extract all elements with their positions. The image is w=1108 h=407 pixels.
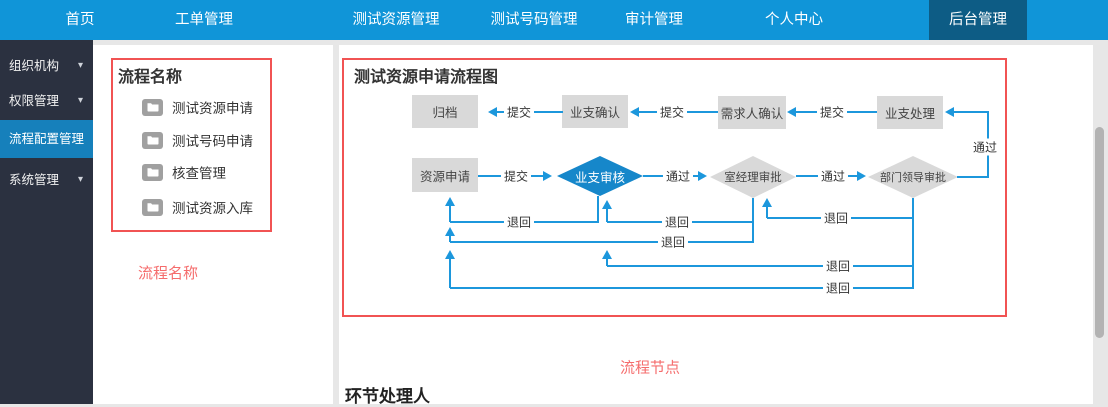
chevron-down-icon: ▾ <box>77 174 83 185</box>
sidebar-item-label: 组织机构 <box>9 59 60 73</box>
edge-label-reject: 退回 <box>657 233 689 251</box>
edge-label-reject: 退回 <box>661 213 693 231</box>
nav-item-test-resource[interactable]: 测试资源管理 <box>352 12 440 28</box>
arrow-up-icon <box>445 197 455 206</box>
flow-names-title: 流程名称 <box>118 69 183 86</box>
flow-diagram-title: 测试资源申请流程图 <box>354 69 499 86</box>
edge-label-pass: 通过 <box>969 138 1001 156</box>
flow-line <box>449 236 451 242</box>
annotation-box-flow-diagram <box>342 58 1007 317</box>
edge-label-pass: 通过 <box>662 167 694 185</box>
flow-node-requester-confirm[interactable]: 需求人确认 <box>718 96 786 129</box>
list-item-test-number-apply[interactable]: 测试号码申请 <box>142 130 253 150</box>
edge-label-submit: 提交 <box>500 167 532 185</box>
annotation-text-flow-nodes: 流程节点 <box>619 359 681 377</box>
flow-node-resource-apply[interactable]: 资源申请 <box>412 158 478 192</box>
arrow-left-icon <box>945 107 954 117</box>
list-item-check-mgmt[interactable]: 核查管理 <box>142 162 226 182</box>
flow-line <box>954 111 988 113</box>
flow-line <box>450 287 914 289</box>
annotation-box-flow-names <box>111 58 272 232</box>
flow-line <box>597 196 599 223</box>
section-title-step-handlers: 环节处理人 <box>345 387 430 406</box>
nav-item-audit[interactable]: 审计管理 <box>625 12 683 28</box>
arrow-up-icon <box>602 250 612 259</box>
folder-icon <box>142 131 163 149</box>
arrow-right-icon <box>698 171 707 181</box>
flow-line <box>449 259 451 288</box>
list-item-label: 测试资源申请 <box>172 101 253 116</box>
sidebar-item-permission[interactable]: 权限管理 ▾ <box>0 89 93 113</box>
flow-line <box>912 198 914 289</box>
flow-name-panel <box>93 45 333 404</box>
flow-line <box>449 206 451 222</box>
sidebar-item-label: 系统管理 <box>9 173 60 187</box>
edge-label-reject: 退回 <box>822 257 854 275</box>
edge-label-reject: 退回 <box>503 213 535 231</box>
edge-label-submit: 提交 <box>503 103 535 121</box>
nav-item-personal-center[interactable]: 个人中心 <box>765 12 823 28</box>
sidebar-item-system[interactable]: 系统管理 ▾ <box>0 168 93 192</box>
sidebar-item-organization[interactable]: 组织机构 ▾ <box>0 54 93 78</box>
folder-icon <box>142 163 163 181</box>
sidebar-item-process-config-active[interactable]: 流程配置管理 <box>0 120 93 158</box>
edge-label-submit: 提交 <box>816 103 848 121</box>
left-sidebar: 组织机构 ▾ 权限管理 ▾ 流程配置管理 系统管理 ▾ <box>0 40 93 404</box>
arrow-left-icon <box>488 107 497 117</box>
flow-node-archive[interactable]: 归档 <box>412 95 478 128</box>
list-item-label: 测试资源入库 <box>172 201 253 216</box>
flow-node-bizsupport-handle[interactable]: 业支处理 <box>877 96 943 129</box>
nav-item-workorder[interactable]: 工单管理 <box>175 12 233 28</box>
arrow-left-icon <box>787 107 796 117</box>
edge-label-reject: 退回 <box>822 279 854 297</box>
arrow-right-icon <box>543 171 552 181</box>
sidebar-item-label: 流程配置管理 <box>9 132 85 146</box>
flow-line <box>450 241 754 243</box>
list-item-test-resource-apply[interactable]: 测试资源申请 <box>142 97 253 117</box>
flow-line <box>607 265 914 267</box>
chevron-down-icon: ▾ <box>77 60 83 71</box>
flow-line <box>752 198 754 243</box>
folder-icon <box>142 98 163 116</box>
arrow-up-icon <box>445 227 455 236</box>
list-item-label: 测试号码申请 <box>172 134 253 149</box>
arrow-left-icon <box>630 107 639 117</box>
flow-line <box>957 176 989 178</box>
annotation-text-flow-names: 流程名称 <box>138 265 199 282</box>
top-navbar: 首页 工单管理 测试资源管理 测试号码管理 审计管理 个人中心 后台管理 <box>0 0 1108 40</box>
sidebar-item-label: 权限管理 <box>9 94 60 108</box>
folder-icon <box>142 198 163 216</box>
arrow-up-icon <box>445 250 455 259</box>
flow-node-bizsupport-confirm[interactable]: 业支确认 <box>562 95 628 128</box>
edge-label-submit: 提交 <box>656 103 688 121</box>
nav-item-home[interactable]: 首页 <box>65 12 95 28</box>
edge-label-pass: 通过 <box>817 167 849 185</box>
nav-item-admin-active[interactable]: 后台管理 <box>929 0 1027 40</box>
arrow-right-icon <box>857 171 866 181</box>
arrow-up-icon <box>602 200 612 209</box>
vertical-scrollbar[interactable] <box>1095 127 1104 338</box>
edge-label-reject: 退回 <box>820 209 852 227</box>
flow-line <box>766 207 768 218</box>
flow-line <box>606 259 608 266</box>
arrow-up-icon <box>762 198 772 207</box>
chevron-down-icon: ▾ <box>77 95 83 106</box>
nav-item-test-number[interactable]: 测试号码管理 <box>490 12 578 28</box>
flow-line <box>606 209 608 222</box>
list-item-test-resource-inbound[interactable]: 测试资源入库 <box>142 197 253 217</box>
list-item-label: 核查管理 <box>172 166 226 181</box>
